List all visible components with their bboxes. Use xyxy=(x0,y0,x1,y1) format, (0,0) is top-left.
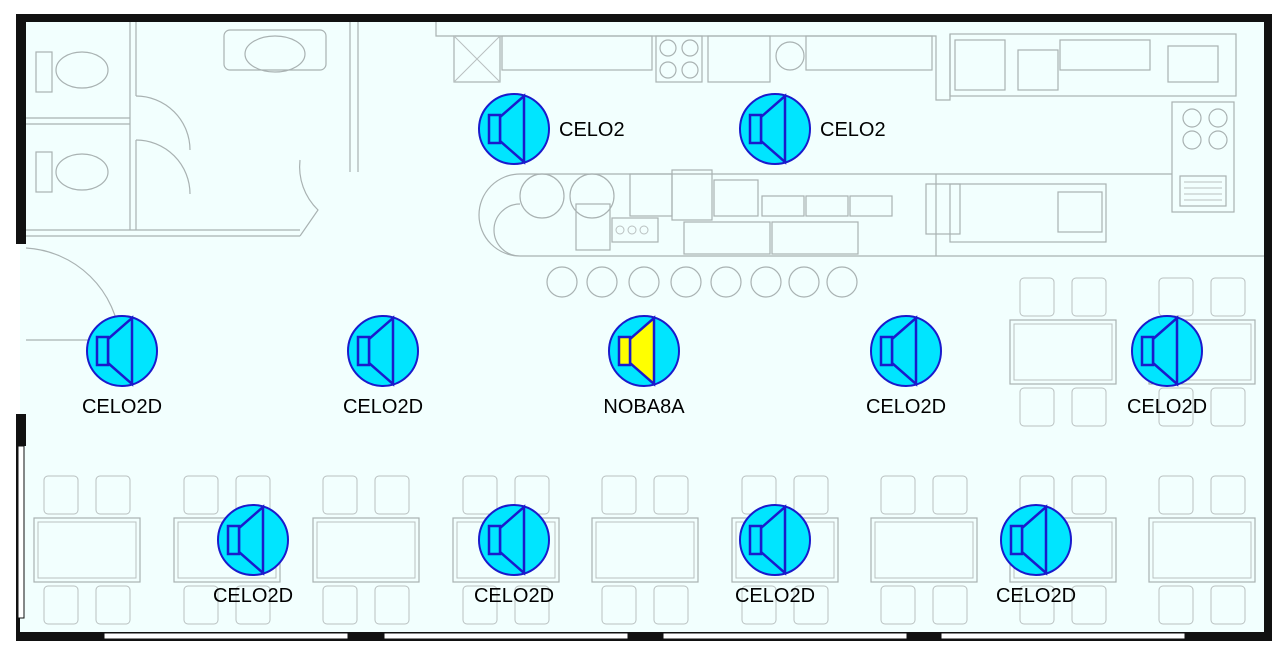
speaker-icon xyxy=(217,504,289,576)
range-stove xyxy=(1171,101,1235,213)
speaker-label: CELO2D xyxy=(213,585,293,607)
windows xyxy=(17,445,1186,640)
speaker-icon xyxy=(739,93,811,165)
speaker-celo2d[interactable]: CELO2D xyxy=(996,504,1076,607)
restrooms xyxy=(25,22,359,341)
bar-counter xyxy=(478,169,1264,257)
speaker-celo2[interactable]: CELO2 xyxy=(478,93,625,165)
speaker-label: CELO2D xyxy=(1127,396,1207,418)
speaker-celo2d[interactable]: CELO2D xyxy=(213,504,293,607)
speaker-celo2d[interactable]: CELO2D xyxy=(1127,315,1207,418)
speaker-celo2d[interactable]: CELO2D xyxy=(866,315,946,418)
table-with-chairs xyxy=(312,475,420,625)
speaker-icon xyxy=(739,504,811,576)
speaker-noba8a[interactable]: NOBA8A xyxy=(603,315,685,418)
speaker-icon xyxy=(347,315,419,387)
speaker-label: CELO2D xyxy=(866,396,946,418)
speaker-label: NOBA8A xyxy=(603,396,685,418)
kitchen-back-counter xyxy=(435,22,1237,101)
speaker-icon xyxy=(608,315,680,387)
speaker-icon xyxy=(478,504,550,576)
table-with-chairs xyxy=(33,475,141,625)
speaker-celo2d[interactable]: CELO2D xyxy=(474,504,554,607)
speaker-icon xyxy=(478,93,550,165)
speaker-label: CELO2 xyxy=(820,119,886,141)
speaker-label: CELO2D xyxy=(996,585,1076,607)
table-with-chairs xyxy=(591,475,699,625)
speaker-celo2d[interactable]: CELO2D xyxy=(82,315,162,418)
table-with-chairs xyxy=(870,475,978,625)
speaker-label: CELO2D xyxy=(735,585,815,607)
speaker-celo2d[interactable]: CELO2D xyxy=(735,504,815,607)
table-with-chairs xyxy=(1009,277,1117,427)
speaker-icon xyxy=(86,315,158,387)
table-with-chairs xyxy=(1148,475,1256,625)
dining-tables xyxy=(33,277,1256,625)
speaker-celo2d[interactable]: CELO2D xyxy=(343,315,423,418)
speaker-label: CELO2 xyxy=(559,119,625,141)
speaker-icon xyxy=(870,315,942,387)
speaker-label: CELO2D xyxy=(82,396,162,418)
bar-stools xyxy=(546,266,858,298)
speaker-icon xyxy=(1000,504,1072,576)
speaker-label: CELO2D xyxy=(343,396,423,418)
speaker-celo2[interactable]: CELO2 xyxy=(739,93,886,165)
speaker-label: CELO2D xyxy=(474,585,554,607)
speaker-icon xyxy=(1131,315,1203,387)
